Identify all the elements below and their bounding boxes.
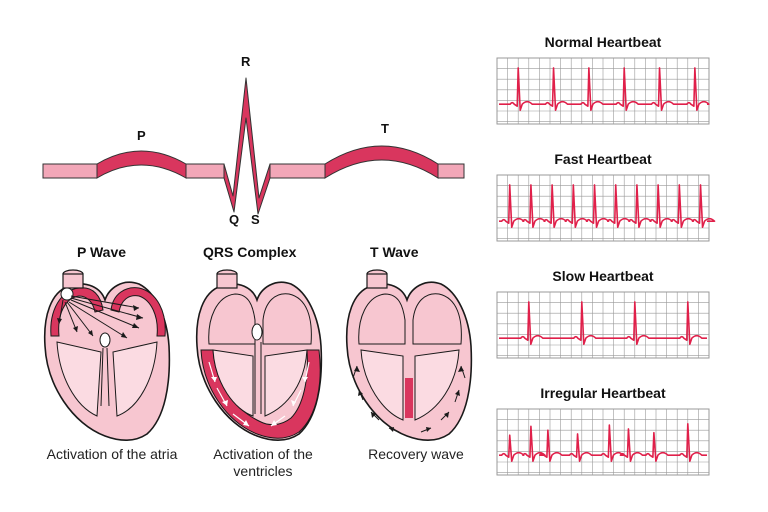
ecg-strip-fast: Fast Heartbeat [496,151,716,242]
pqrst-waveform: P R Q S T [42,54,465,227]
qrs-complex [223,77,271,215]
ecg-strip-slow: Slow Heartbeat [496,268,710,359]
baseline-segment-3 [269,163,326,179]
label-r: R [241,54,251,69]
ecg-strip-title: Slow Heartbeat [552,268,653,284]
label-p: P [137,128,146,143]
ecg-trace [499,184,716,228]
caption-p-wave: Activation of the atria [46,446,178,462]
caption-qrs: Activation of the ventricles [213,446,313,479]
panel-title-qrs: QRS Complex [203,244,297,260]
ecg-strip-normal: Normal Heartbeat [496,34,710,125]
ecg-strip-title: Irregular Heartbeat [540,385,666,401]
label-s: S [251,212,260,227]
baseline-segment-1 [42,163,98,179]
ecg-trace [499,67,710,111]
ecg-trace [499,301,707,345]
baseline-segment-4 [437,163,465,179]
heart-t-wave [345,269,473,442]
ecg-strip-title: Fast Heartbeat [554,151,652,167]
ecg-strip-title: Normal Heartbeat [545,34,662,50]
panel-title-t-wave: T Wave [370,244,419,260]
t-wave [324,145,439,179]
panel-title-p-wave: P Wave [77,244,126,260]
label-t: T [381,121,389,136]
heart-p-wave [43,269,171,442]
ecg-strip-irregular: Irregular Heartbeat [496,385,710,476]
caption-t-wave: Recovery wave [368,446,464,462]
heart-qrs-complex [195,269,323,442]
baseline-segment-2 [185,163,225,179]
ecg-trace [499,423,707,462]
label-q: Q [229,212,239,227]
p-wave [96,150,187,179]
